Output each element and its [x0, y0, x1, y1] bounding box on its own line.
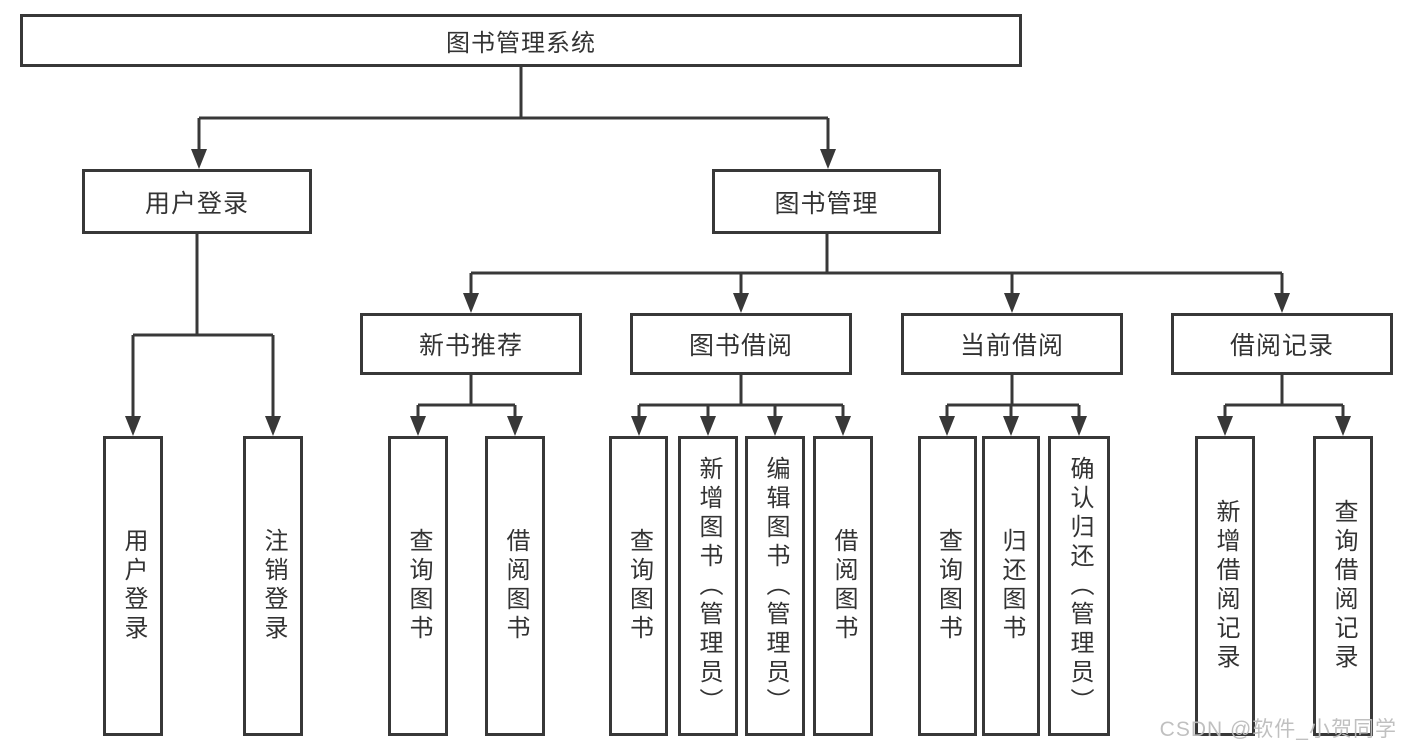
- node-borrow-books-recommend: 借阅图书: [485, 436, 545, 736]
- connector-book-management-split: [469, 234, 1284, 296]
- arrow-down-icon: [1071, 416, 1087, 436]
- node-new-book-recommendation: 新书推荐: [360, 313, 582, 375]
- arrow-down-icon: [1335, 416, 1351, 436]
- arrow-down-icon: [733, 293, 749, 313]
- node-query-books-borrowing: 查询图书: [609, 436, 668, 736]
- connector-new-book-split: [416, 375, 517, 419]
- arrow-down-icon: [700, 416, 716, 436]
- arrow-down-icon: [1274, 293, 1290, 313]
- arrow-down-icon: [410, 416, 426, 436]
- connector-root-split: [197, 67, 830, 152]
- node-book-management: 图书管理: [712, 169, 941, 234]
- node-edit-book-admin: 编辑图书（管理员）: [745, 436, 805, 736]
- arrow-down-icon: [463, 293, 479, 313]
- node-borrow-books-borrowing: 借阅图书: [813, 436, 873, 736]
- arrow-down-icon: [507, 416, 523, 436]
- arrow-down-icon: [1004, 293, 1020, 313]
- node-add-borrow-record: 新增借阅记录: [1195, 436, 1255, 736]
- arrow-down-icon: [191, 149, 207, 169]
- node-root: 图书管理系统: [20, 14, 1022, 67]
- node-return-book: 归还图书: [982, 436, 1040, 736]
- node-user-login-action: 用户登录: [103, 436, 163, 736]
- arrow-down-icon: [1217, 416, 1233, 436]
- connector-current-borrowing-split: [945, 375, 1081, 419]
- connector-user-login-split: [131, 234, 275, 419]
- node-query-books-current: 查询图书: [918, 436, 977, 736]
- arrow-down-icon: [767, 416, 783, 436]
- node-borrowing-records: 借阅记录: [1171, 313, 1393, 375]
- node-add-book-admin: 新增图书（管理员）: [678, 436, 738, 736]
- arrowheads: [125, 149, 1351, 436]
- node-current-borrowing: 当前借阅: [901, 313, 1123, 375]
- watermark: CSDN @软件_小贺同学: [1159, 718, 1397, 741]
- connector-borrowing-records-split: [1223, 375, 1345, 419]
- connector-book-borrowing-split: [637, 375, 845, 419]
- arrow-down-icon: [820, 149, 836, 169]
- node-user-login: 用户登录: [82, 169, 312, 234]
- node-query-borrow-record: 查询借阅记录: [1313, 436, 1373, 736]
- arrow-down-icon: [939, 416, 955, 436]
- arrow-down-icon: [835, 416, 851, 436]
- node-query-books-recommend: 查询图书: [388, 436, 448, 736]
- arrow-down-icon: [265, 416, 281, 436]
- arrow-down-icon: [125, 416, 141, 436]
- arrow-down-icon: [631, 416, 647, 436]
- arrow-down-icon: [1003, 416, 1019, 436]
- node-logout-action: 注销登录: [243, 436, 303, 736]
- node-book-borrowing: 图书借阅: [630, 313, 852, 375]
- node-confirm-return-admin: 确认归还（管理员）: [1048, 436, 1110, 736]
